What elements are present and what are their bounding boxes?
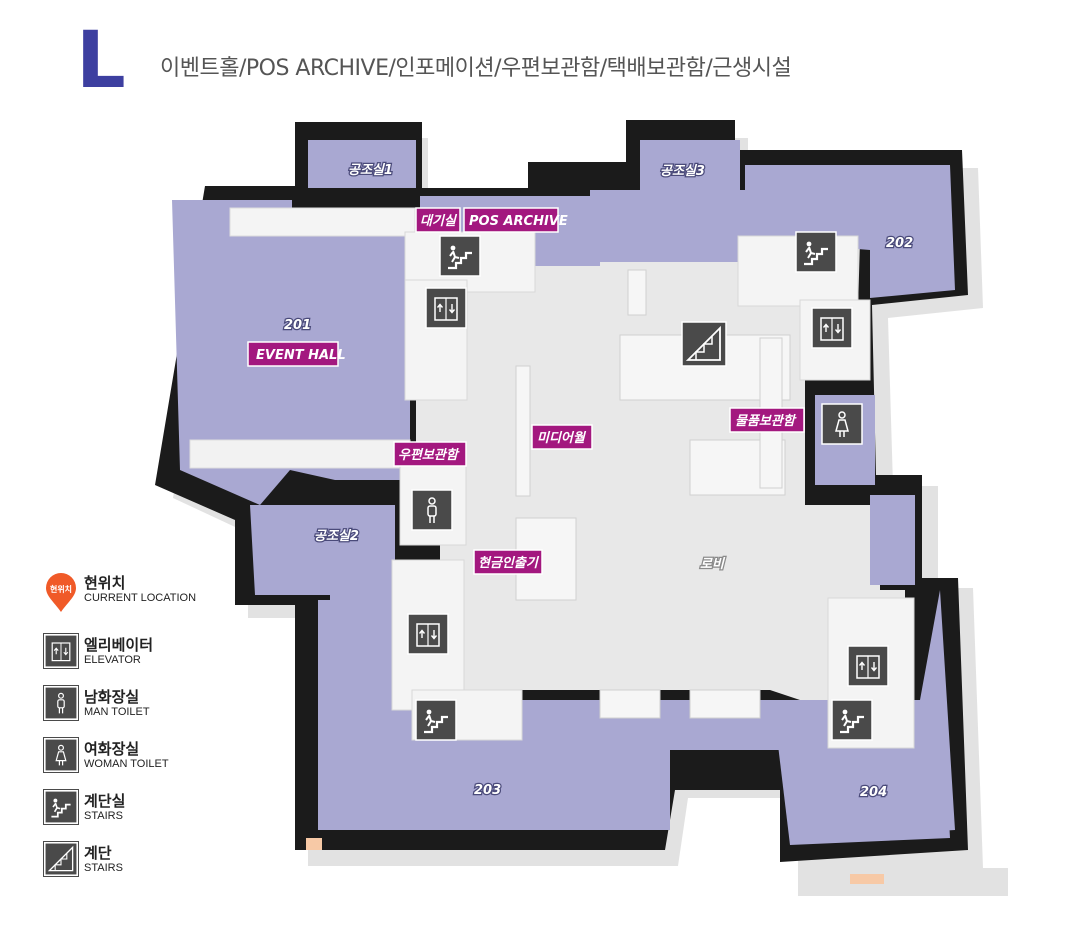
label-204: 204 bbox=[860, 785, 887, 800]
label-201: 201 bbox=[284, 318, 311, 333]
stairs-room-icon-se[interactable] bbox=[830, 698, 874, 742]
tag-media-wall-text: 미디어월 bbox=[537, 430, 587, 446]
stairs-room-icon-ne[interactable] bbox=[794, 230, 838, 274]
legend-stairs-room-ko: 계단실 bbox=[84, 792, 126, 810]
label-203: 203 bbox=[474, 783, 501, 798]
tag-parcel-box-text: 물품보관함 bbox=[735, 413, 797, 429]
elevator-icon-se[interactable] bbox=[847, 645, 889, 687]
tag-mail-box[interactable]: 우편보관함 bbox=[393, 441, 467, 467]
room-204-floor bbox=[778, 745, 950, 845]
tag-parcel-box[interactable]: 물품보관함 bbox=[729, 407, 805, 433]
floor-subtitle: 이벤트홀/POS ARCHIVE/인포메이션/우편보관함/택배보관함/근생시설 bbox=[160, 56, 792, 81]
legend-man-ko: 남화장실 bbox=[84, 688, 140, 706]
wall-201-bottom bbox=[189, 439, 411, 469]
corridor-east-2 bbox=[870, 495, 915, 585]
legend-woman-en: WOMAN TOILET bbox=[84, 758, 169, 770]
legend-stairs-en: STAIRS bbox=[84, 862, 123, 874]
pin-text: 현위치 bbox=[50, 584, 72, 594]
tag-waiting[interactable]: 대기실 bbox=[415, 207, 461, 233]
tag-pos-archive-text: POS ARCHIVE bbox=[469, 214, 568, 229]
label-ac3: 공조실3 bbox=[660, 163, 705, 179]
legend-current-ko: 현위치 bbox=[84, 574, 126, 592]
label-202: 202 bbox=[886, 236, 913, 251]
label-ac2: 공조실2 bbox=[314, 528, 359, 544]
entrance-southwest bbox=[306, 838, 322, 850]
man-toilet-icon bbox=[44, 686, 78, 720]
lobby-pillar-1 bbox=[627, 269, 647, 316]
man-toilet-icon[interactable] bbox=[411, 489, 453, 531]
lobby-south-wall-2 bbox=[689, 689, 761, 719]
tag-mail-box-text: 우편보관함 bbox=[398, 447, 460, 463]
legend-elevator-ko: 엘리베이터 bbox=[84, 636, 154, 654]
tag-atm[interactable]: 현금인출기 bbox=[473, 549, 543, 575]
stairs-room-icon bbox=[44, 790, 78, 824]
tag-event-hall-text: EVENT HALL bbox=[256, 348, 346, 363]
wall-201-top bbox=[229, 207, 416, 237]
label-lobby: 로비 bbox=[700, 556, 726, 572]
tag-event-hall[interactable]: EVENT HALL bbox=[247, 341, 346, 367]
room-ac1 bbox=[308, 140, 416, 188]
media-wall-panel bbox=[515, 365, 531, 497]
elevator-icon bbox=[44, 634, 78, 668]
room-ac3 bbox=[640, 140, 740, 190]
tag-pos-archive[interactable]: POS ARCHIVE bbox=[463, 207, 568, 233]
woman-toilet-icon bbox=[44, 738, 78, 772]
tag-waiting-text: 대기실 bbox=[420, 213, 458, 229]
tag-media-wall[interactable]: 미디어월 bbox=[531, 424, 593, 450]
elevator-icon-e[interactable] bbox=[811, 307, 853, 349]
stairs-room-icon-sw[interactable] bbox=[414, 698, 458, 742]
elevator-icon-w[interactable] bbox=[425, 287, 467, 329]
legend-elevator-en: ELEVATOR bbox=[84, 654, 141, 666]
legend-stairs-ko: 계단 bbox=[84, 844, 112, 862]
legend-current-en: CURRENT LOCATION bbox=[84, 592, 197, 604]
current-location-pin-icon: 현위치 bbox=[46, 573, 76, 612]
entrance-south bbox=[850, 874, 884, 884]
elevator-icon-sw[interactable] bbox=[407, 613, 449, 655]
stairs-room-icon-nw[interactable] bbox=[438, 234, 482, 278]
legend-woman-ko: 여화장실 bbox=[84, 740, 140, 758]
tag-atm-text: 현금인출기 bbox=[478, 555, 540, 571]
room-ac2 bbox=[250, 505, 395, 605]
floor-letter: L bbox=[76, 16, 126, 106]
woman-toilet-icon[interactable] bbox=[821, 403, 863, 445]
stairs-icon-lobby[interactable] bbox=[681, 321, 727, 367]
room-202 bbox=[745, 165, 955, 298]
legend-man-en: MAN TOILET bbox=[84, 706, 150, 718]
legend-stairs-room-en: STAIRS bbox=[84, 810, 123, 822]
stairs-icon bbox=[44, 842, 78, 876]
label-ac1: 공조실1 bbox=[348, 162, 393, 178]
lobby-south-wall bbox=[599, 689, 661, 719]
